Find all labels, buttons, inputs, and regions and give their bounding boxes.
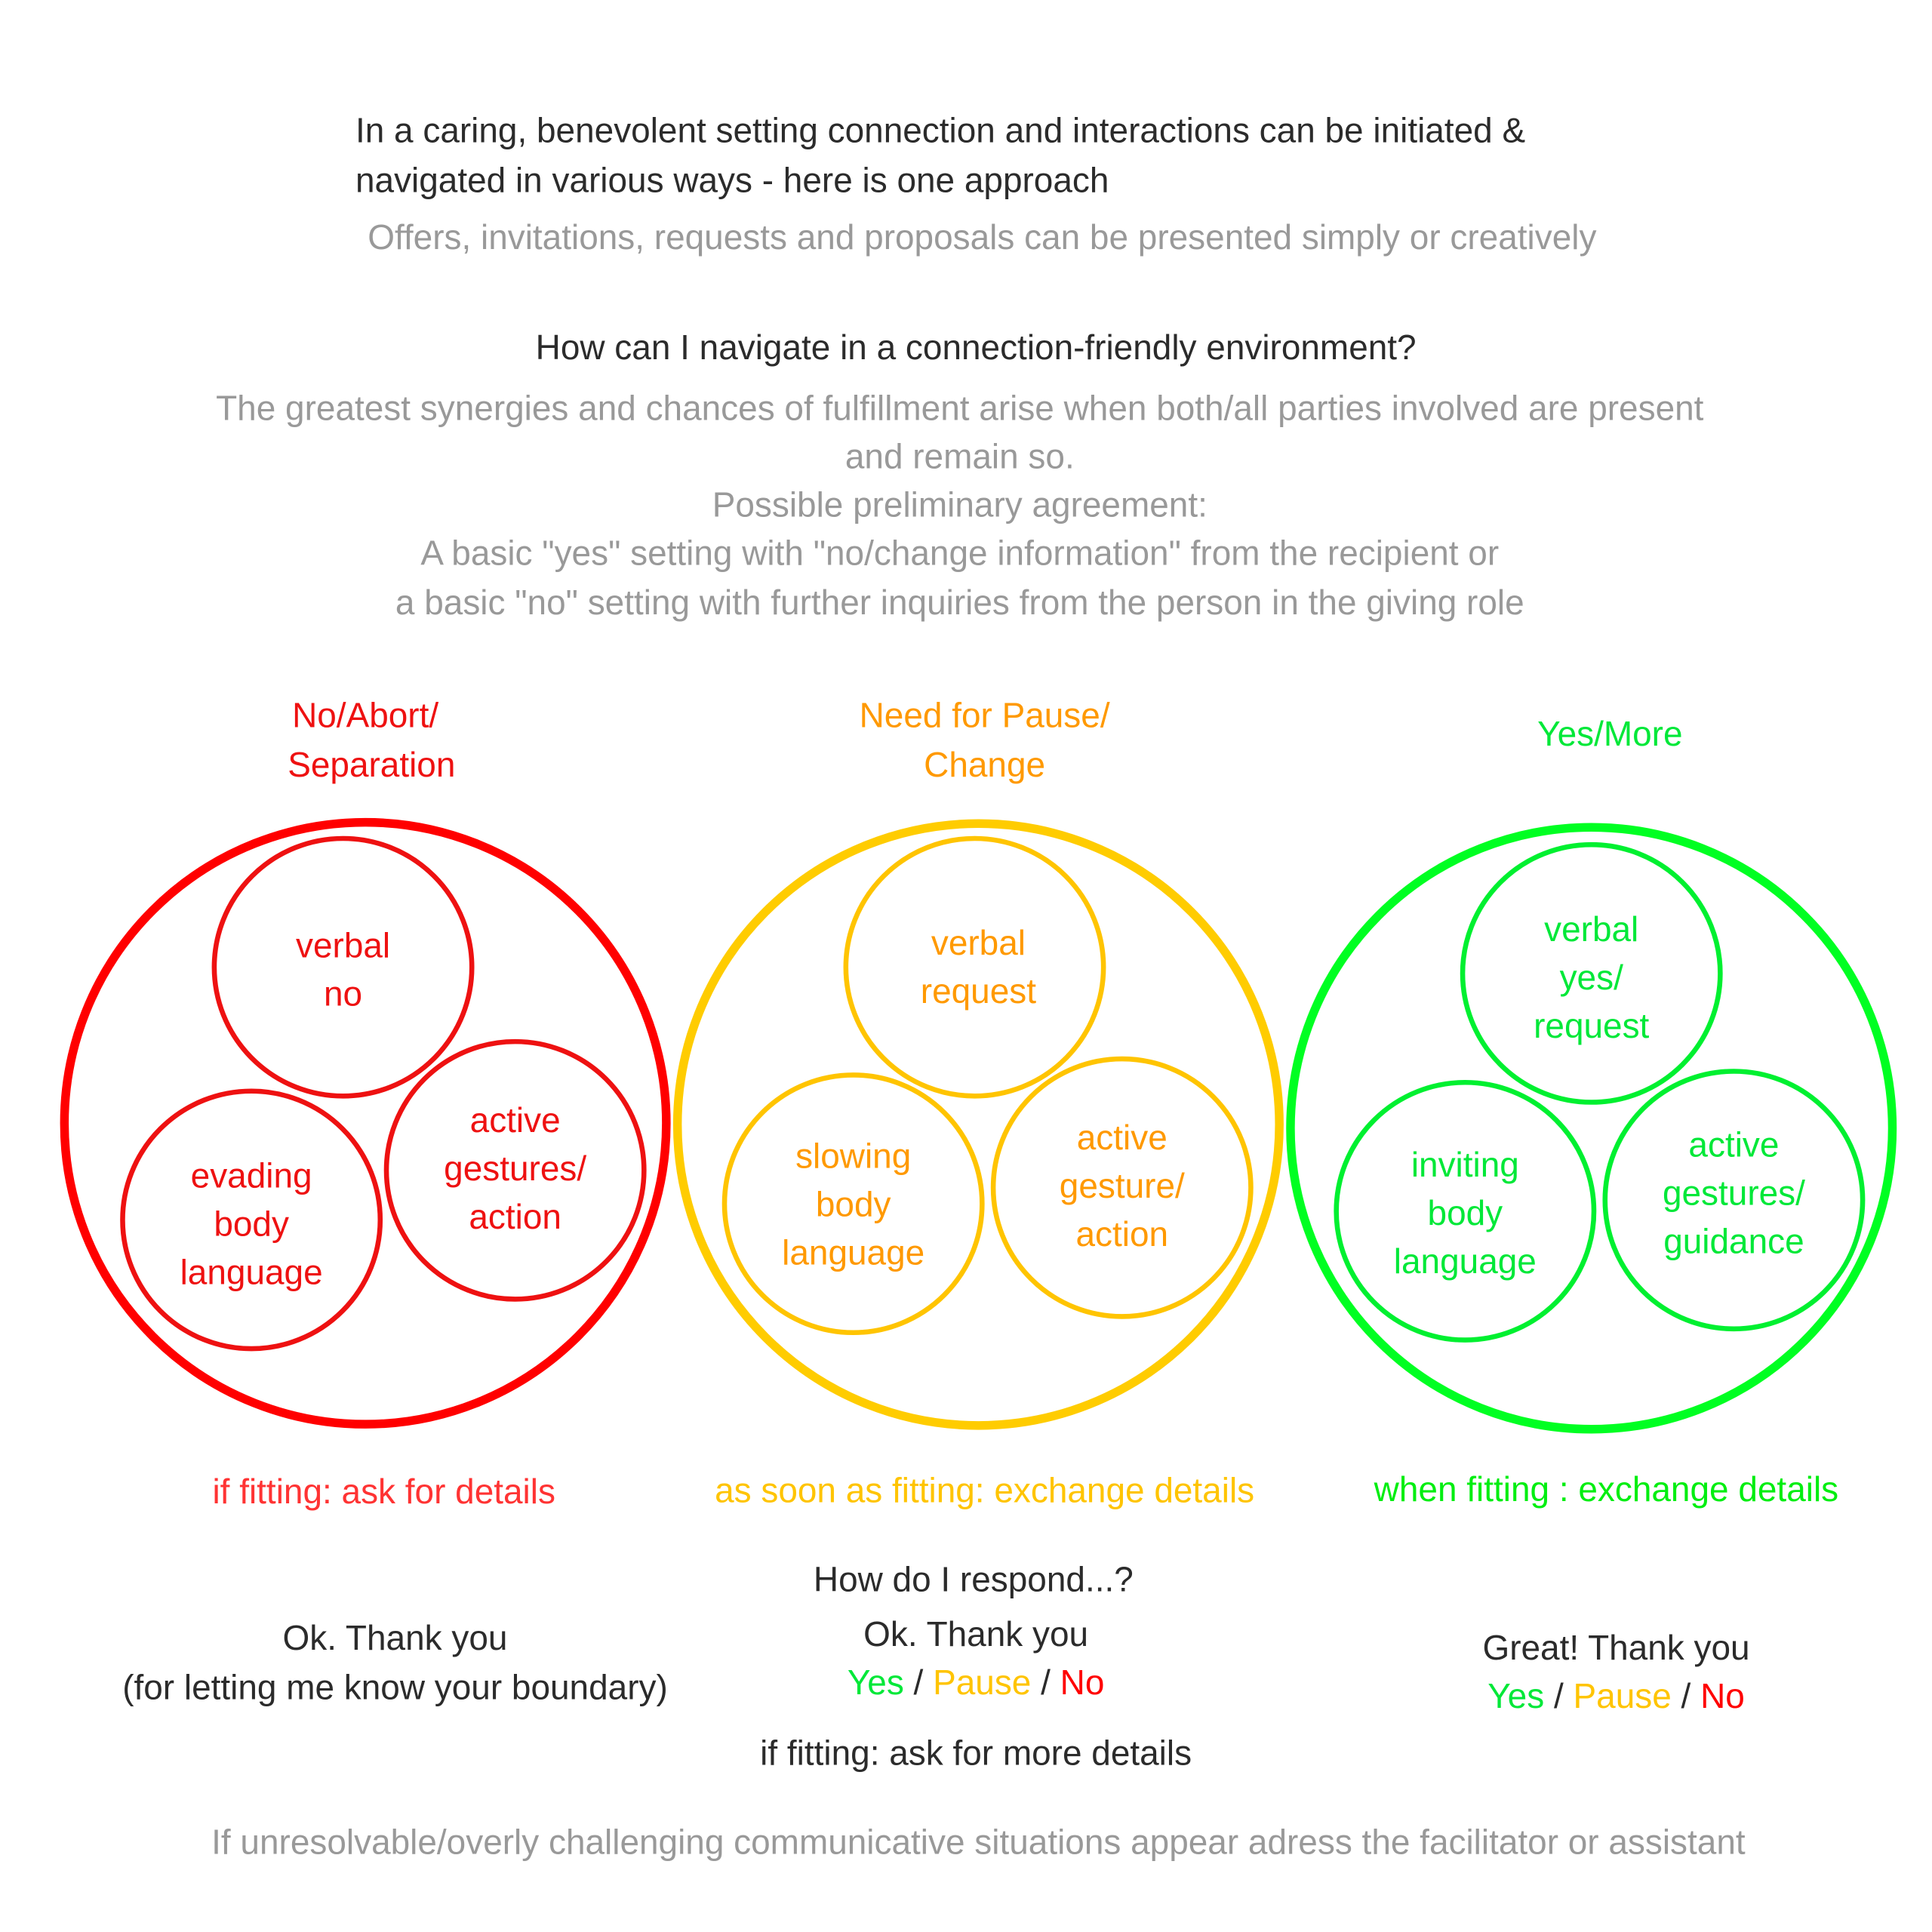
circle-label: body [214, 1204, 289, 1244]
intro-line: Possible preliminary agreement: [712, 485, 1208, 524]
response-pause-line1: Ok. Thank you [863, 1614, 1088, 1654]
response-pause-options: Yes / Pause / No [848, 1663, 1105, 1702]
inner-circle [843, 835, 1106, 1099]
circle-label: gestures/ [444, 1149, 586, 1188]
option-separator: / [1544, 1676, 1573, 1715]
circle-label: verbal [931, 923, 1026, 962]
inner-circle [721, 1072, 985, 1336]
circle-label: language [1394, 1241, 1537, 1281]
inner-circle [211, 835, 475, 1099]
option-yes: Yes [1487, 1676, 1544, 1715]
circle-label: action [469, 1197, 561, 1236]
title-line-1: In a caring, benevolent setting connecti… [355, 111, 1525, 150]
group-heading: Change [924, 745, 1045, 784]
intro-line: A basic "yes" setting with "no/change in… [420, 533, 1499, 572]
inner-circle [1460, 841, 1723, 1105]
response-pause-followup: if fitting: ask for more details [760, 1733, 1192, 1772]
inner-circle [383, 1038, 647, 1302]
group-heading: No/Abort/ [292, 695, 438, 734]
circle-label: gesture/ [1060, 1166, 1185, 1205]
inner-circle [1602, 1069, 1866, 1332]
circle-label: no [324, 974, 362, 1014]
intro-line: The greatest synergies and chances of fu… [216, 388, 1704, 427]
option-pause: Pause [1574, 1676, 1672, 1715]
circle-label: slowing [795, 1136, 911, 1175]
response-yes-options: Yes / Pause / No [1487, 1676, 1745, 1715]
group-yes-more: Yes/More verbal yes/ request inviting bo… [1286, 714, 1897, 1509]
circle-label: guidance [1663, 1222, 1804, 1261]
circle-label: active [1688, 1125, 1779, 1164]
circle-label: request [1534, 1006, 1649, 1045]
group-pause-change: Need for Pause/ Change verbal request sl… [672, 695, 1284, 1510]
outer-circle [672, 819, 1284, 1430]
outer-circle [60, 817, 671, 1429]
intro-line: and remain so. [845, 436, 1075, 475]
group-no-abort: No/Abort/ Separation verbal no evading b… [60, 695, 671, 1511]
response-question: How do I respond...? [814, 1560, 1134, 1599]
outer-circle [1286, 823, 1897, 1434]
option-no: No [1060, 1663, 1105, 1702]
inner-circle [120, 1088, 383, 1352]
group-footer: when fitting : exchange details [1374, 1469, 1838, 1509]
circle-label: body [816, 1184, 891, 1223]
response-no-line1: Ok. Thank you [283, 1618, 508, 1657]
response-yes-line1: Great! Thank you [1482, 1628, 1749, 1667]
group-heading: Need for Pause/ [860, 695, 1110, 734]
intro-question: How can I navigate in a connection-frien… [536, 328, 1417, 367]
circle-label: inviting [1411, 1145, 1519, 1184]
inner-circle [1334, 1079, 1597, 1343]
circle-label: verbal [1544, 909, 1638, 949]
group-footer: if fitting: ask for details [212, 1472, 555, 1511]
circle-label: language [180, 1253, 323, 1292]
footer-note: If unresolvable/overly challenging commu… [211, 1823, 1746, 1862]
group-heading: Separation [288, 745, 455, 784]
option-separator: / [1031, 1663, 1060, 1702]
circle-label: yes/ [1560, 958, 1623, 997]
circle-label: action [1075, 1214, 1168, 1254]
title-line-2: navigated in various ways - here is one … [355, 160, 1109, 199]
inner-circle [990, 1056, 1254, 1319]
option-pause: Pause [933, 1663, 1031, 1702]
circle-label: request [921, 971, 1036, 1011]
circle-label: active [470, 1100, 561, 1140]
option-yes: Yes [848, 1663, 904, 1702]
circle-label: verbal [296, 926, 390, 965]
response-no-line2: (for letting me know your boundary) [122, 1667, 668, 1706]
option-no: No [1700, 1676, 1745, 1715]
circle-label: evading [191, 1156, 312, 1195]
intro-line: a basic "no" setting with further inquir… [395, 583, 1524, 622]
circle-label: language [782, 1232, 924, 1272]
option-separator: / [904, 1663, 933, 1702]
group-footer: as soon as fitting: exchange details [715, 1471, 1254, 1510]
circle-label: gestures/ [1663, 1174, 1805, 1213]
circle-label: active [1077, 1118, 1168, 1157]
circle-label: body [1428, 1193, 1503, 1232]
subtitle: Offers, invitations, requests and propos… [368, 217, 1596, 257]
group-heading: Yes/More [1537, 714, 1682, 753]
option-separator: / [1672, 1676, 1700, 1715]
